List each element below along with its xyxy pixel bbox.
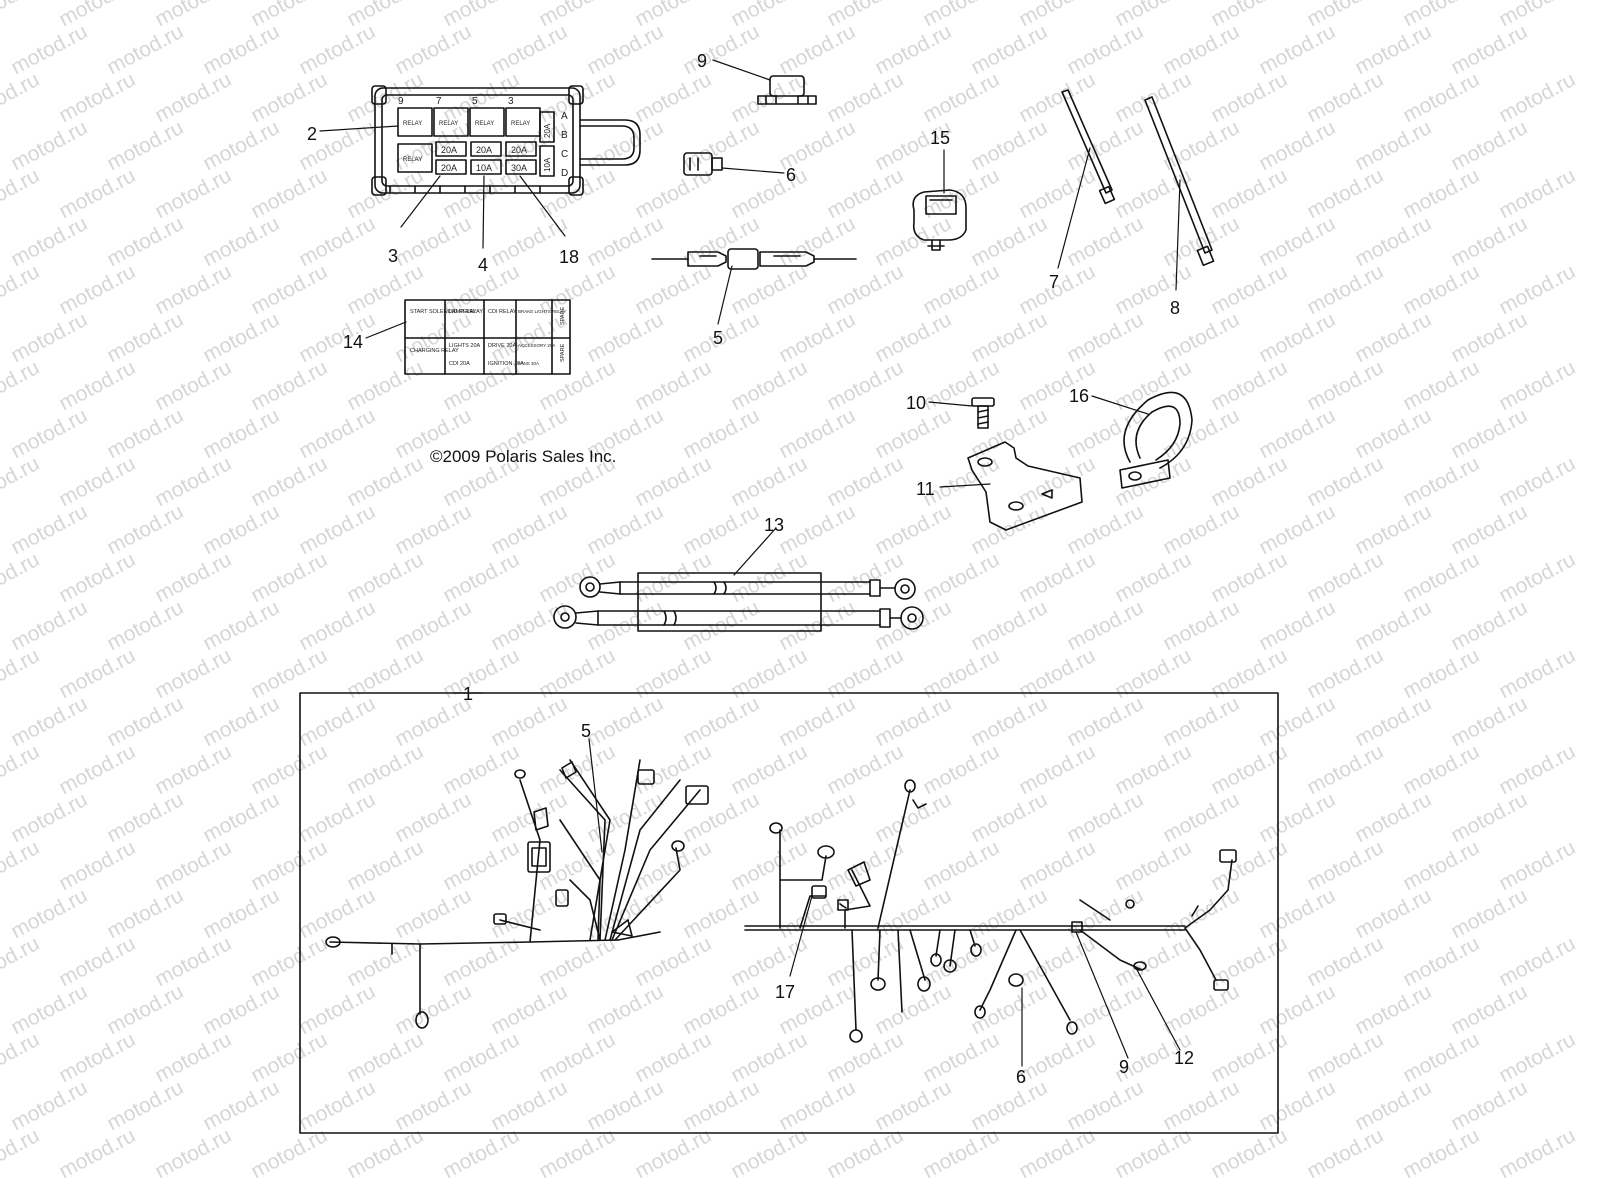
fuse-box: [371, 85, 641, 196]
fuse-box-num-5: 5: [472, 96, 478, 107]
decal-r2c3: DRIVE 20A: [488, 343, 516, 349]
fuse-label-side-1: 20A: [543, 123, 552, 138]
fuse-b2: [470, 141, 502, 157]
decal-r1c2: LAMP RELAY: [449, 309, 483, 315]
fuse-side-1: [539, 111, 555, 143]
decal-spare-2: SPARE: [560, 343, 566, 362]
callout-16: 16: [1069, 386, 1089, 406]
fuse-label-c3: 30A: [511, 163, 527, 173]
fuse-label-b3: 20A: [511, 145, 527, 155]
callout-15: 15: [930, 128, 950, 148]
relay-label-4: RELAY: [511, 121, 530, 127]
relay-1: [397, 107, 433, 137]
decal-r2c4: ACCESSORY 20A: [518, 343, 555, 348]
callout-18: 18: [559, 247, 579, 267]
terminal-boot: [912, 189, 967, 251]
fuse-decal: [404, 299, 571, 375]
callout-14: 14: [343, 332, 363, 352]
relay-label-2: RELAY: [439, 121, 458, 127]
callout-6-top: 6: [786, 165, 796, 185]
relay-3: [469, 107, 505, 137]
fuse-label-c2: 10A: [476, 163, 492, 173]
callout-2: 2: [307, 124, 317, 144]
fuse-c1: [435, 159, 467, 175]
wire-harness-frame: [299, 692, 1279, 1134]
fuse-label-b1: 20A: [441, 145, 457, 155]
fuse-box-letter-c: C: [561, 149, 568, 160]
relay-5: [397, 143, 433, 173]
connector: [683, 152, 723, 176]
callout-11: 11: [916, 479, 935, 499]
fuse-side-2: [539, 145, 555, 177]
decal-r1c3: CDI RELAY: [488, 309, 517, 315]
fuse-box-letter-a: A: [561, 111, 568, 122]
callout-10: 10: [906, 393, 926, 413]
decal-r3c2: CDI 20A: [449, 361, 470, 367]
callout-5-top: 5: [713, 328, 723, 348]
decal-r2c1: CHARGING RELAY: [410, 348, 459, 354]
fuse-c3: [505, 159, 537, 175]
decal-r2c2: LIGHTS 20A: [449, 343, 481, 349]
fuse-label-c1: 20A: [441, 163, 457, 173]
p-clamp: [1119, 391, 1193, 489]
fuse-b1: [435, 141, 467, 157]
fuse-box-num-9: 9: [398, 96, 404, 107]
callout-8: 8: [1170, 298, 1180, 318]
decal-spare-1: SPARE: [560, 306, 566, 325]
relay-label-1: RELAY: [403, 121, 422, 127]
decal-r1c4: BRAKE LIGHTS RELAY: [518, 309, 566, 314]
callout-5-harness: 5: [581, 721, 591, 741]
callout-13: 13: [764, 515, 784, 535]
callout-12: 12: [1174, 1048, 1194, 1068]
leader-lines: [319, 59, 1181, 1067]
decal-r3c4: FANS 30A: [518, 361, 539, 366]
callout-9-harness: 9: [1119, 1057, 1129, 1077]
fuse-box-num-3: 3: [508, 96, 514, 107]
callout-7: 7: [1049, 272, 1059, 292]
wire-harness-front: [325, 759, 709, 1029]
fuse-box-letter-b: B: [561, 130, 568, 141]
wire-harness-main: [744, 779, 1237, 1043]
fuse-label-b2: 20A: [476, 145, 492, 155]
mounting-bracket: [967, 441, 1083, 531]
fuse-label-side-2: 10A: [543, 157, 552, 172]
relay-2: [433, 107, 469, 137]
battery-cables: [553, 572, 924, 632]
copyright-notice: ©2009 Polaris Sales Inc.: [430, 447, 617, 466]
circuit-breaker: [757, 75, 817, 105]
callout-3: 3: [388, 246, 398, 266]
decal-r1c1: START SOLENOID RELAY: [410, 309, 477, 315]
callout-9-top: 9: [697, 51, 707, 71]
fuse-b3: [505, 141, 537, 157]
fuse-box-letter-d: D: [561, 168, 568, 179]
flange-bolt: [971, 397, 995, 429]
relay-label-3: RELAY: [475, 121, 494, 127]
callout-1: 1: [463, 684, 473, 704]
fuse-c2: [470, 159, 502, 175]
callout-4: 4: [478, 255, 488, 275]
decal-r3c3: IGNITION 10A: [488, 361, 524, 367]
cable-tie-short: [1061, 89, 1116, 205]
fuse-box-num-7: 7: [436, 96, 442, 107]
callout-17: 17: [775, 982, 795, 1002]
callout-6-harness: 6: [1016, 1067, 1026, 1087]
relay-label-5: RELAY: [403, 157, 422, 163]
inline-fuse-holder: [651, 248, 857, 270]
cable-tie-long: [1144, 96, 1215, 267]
